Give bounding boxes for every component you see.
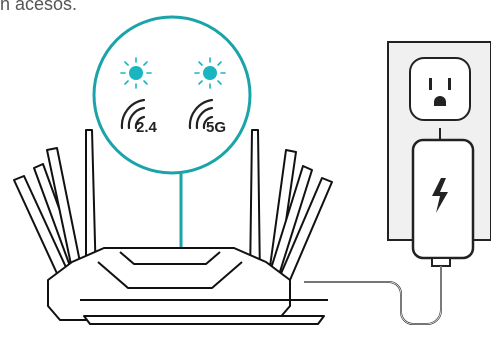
lightning-bolt-icon	[432, 178, 448, 213]
wifi-signal-icon	[188, 98, 214, 130]
led-indicator-icon	[120, 57, 152, 89]
led-indicator-icon	[194, 57, 226, 89]
power-outlet-icon	[409, 57, 471, 121]
router	[13, 129, 333, 325]
wifi-signal-icon	[120, 98, 146, 130]
led-zoom-circle: 2.4 5G	[92, 15, 252, 258]
band-label-2-4: 2.4	[136, 119, 158, 136]
caption-text: n acesos.	[0, 0, 78, 14]
band-label-5g: 5G	[206, 119, 226, 136]
power-adapter	[304, 128, 475, 325]
